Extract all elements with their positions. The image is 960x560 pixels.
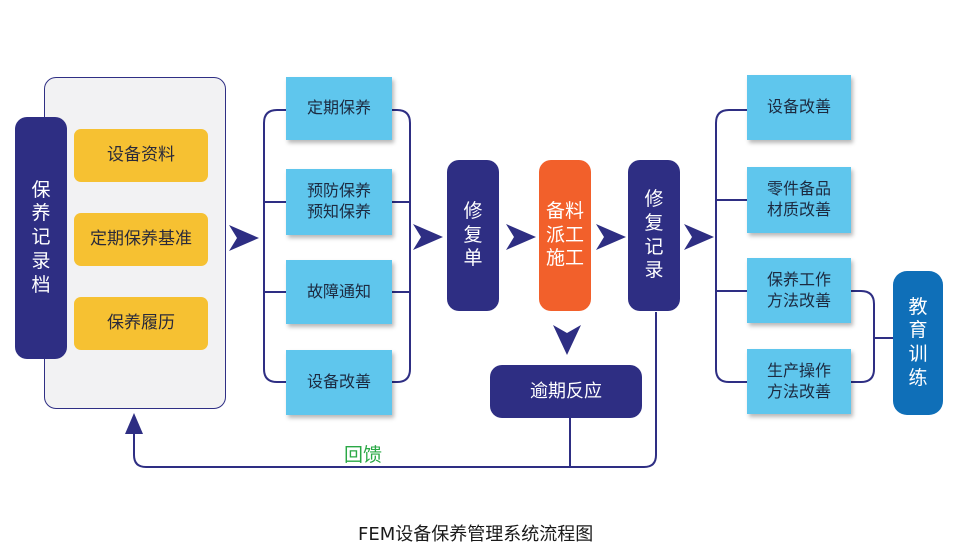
preventive-predictive-box: 预防保养 预知保养 <box>286 169 392 235</box>
fault-notice-box: 故障通知 <box>286 260 392 324</box>
training-bracket <box>851 290 875 383</box>
chevron-right-icon <box>229 225 259 251</box>
chevron-right-icon <box>684 224 714 250</box>
equipment-improvement-box: 设备改善 <box>286 350 392 415</box>
feedback-label: 回馈 <box>344 444 383 466</box>
maintenance-method-box: 保养工作 方法改善 <box>747 258 851 323</box>
chevron-right-icon <box>506 224 536 250</box>
production-method-box: 生产操作 方法改善 <box>747 349 851 414</box>
feedback-line <box>133 312 657 468</box>
improvement-bracket <box>715 109 747 383</box>
maintenance-bracket <box>263 109 286 383</box>
maintenance-bracket-right <box>392 109 411 383</box>
repair-order-node: 修 复 单 <box>447 160 499 311</box>
repair-record-node: 修 复 记 录 <box>628 160 680 311</box>
chevron-right-icon <box>413 224 443 250</box>
equipment-data-box: 设备资料 <box>74 129 208 182</box>
maintenance-standard-box: 定期保养基准 <box>74 213 208 266</box>
chevron-down-icon <box>553 325 581 355</box>
feedback-arrowhead <box>125 413 143 434</box>
periodic-maintenance-box: 定期保养 <box>286 77 392 140</box>
diagram-caption: FEM设备保养管理系统流程图 <box>358 524 594 545</box>
maintenance-records-tab: 保 养 记 录 档 <box>15 117 67 359</box>
parts-material-box: 零件备品 材质改善 <box>747 167 851 233</box>
equipment-upgrade-box: 设备改善 <box>747 75 851 140</box>
overdue-response-node: 逾期反应 <box>490 365 642 418</box>
chevron-right-icon <box>596 224 626 250</box>
education-training-node: 教 育 训 练 <box>893 271 943 415</box>
maintenance-history-box: 保养履历 <box>74 297 208 350</box>
dispatch-node: 备料 派工 施工 <box>539 160 591 311</box>
